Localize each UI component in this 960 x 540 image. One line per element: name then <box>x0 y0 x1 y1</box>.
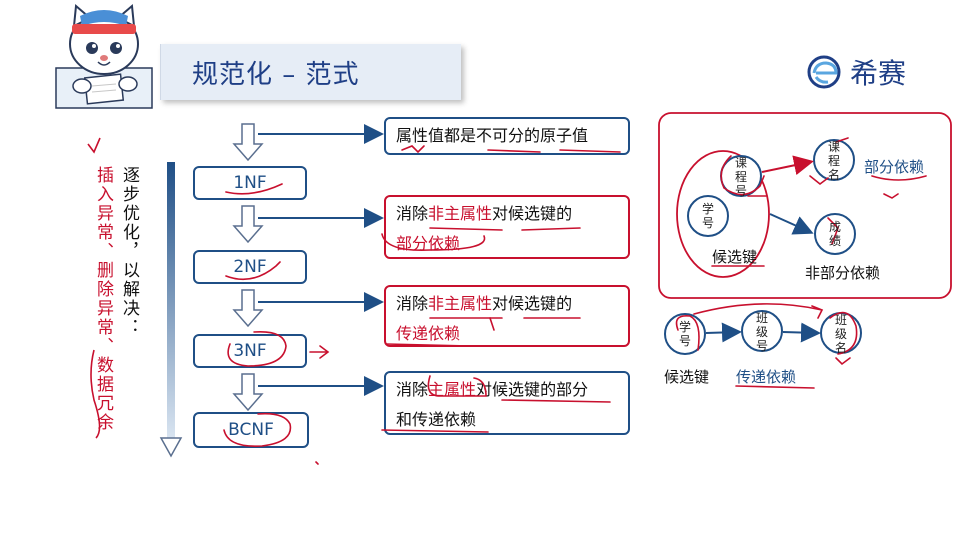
step-3nf: 3NF <box>193 334 307 368</box>
brand-name: 希赛 <box>850 57 907 90</box>
rule-3nf: 消除非主属性对候选键的传递依赖 <box>384 285 630 347</box>
problem-insert: 插入异常、 <box>93 166 113 261</box>
node-score: 成绩 <box>828 220 841 248</box>
node-student-no-2: 学号 <box>678 320 691 348</box>
ink-annotations-left <box>87 137 183 458</box>
step-1nf: 1NF <box>193 166 307 200</box>
rule-bcnf: 消除主属性对候选键的部分和传递依赖 <box>384 371 630 435</box>
rule-2nf: 消除非主属性对候选键的部分依赖 <box>384 195 630 259</box>
non-partial-dependency-label: 非部分依赖 <box>805 264 881 282</box>
problem-delete: 删除异常、 <box>93 261 113 356</box>
node-student-no: 学号 <box>701 202 714 230</box>
node-course-no: 课程号 <box>734 156 747 198</box>
node-course-name: 课程名 <box>827 140 840 182</box>
node-class-name: 班级名 <box>834 313 847 355</box>
slide-title: 规范化 – 范式 <box>192 60 360 90</box>
candidate-key-label-2: 候选键 <box>664 368 710 386</box>
node-class-no: 班级号 <box>755 311 768 353</box>
mascot-cat-illustration <box>55 3 153 109</box>
transitive-dependency-label: 传递依赖 <box>736 368 797 386</box>
title-banner <box>160 44 461 100</box>
brand-logo-icon <box>807 55 841 89</box>
goal-text: 逐步优化，以解决： <box>119 166 139 337</box>
rule-1nf: 属性值都是不可分的原子值 <box>384 117 630 155</box>
partial-dependency-label: 部分依赖 <box>864 158 925 176</box>
candidate-key-label: 候选键 <box>712 248 758 266</box>
